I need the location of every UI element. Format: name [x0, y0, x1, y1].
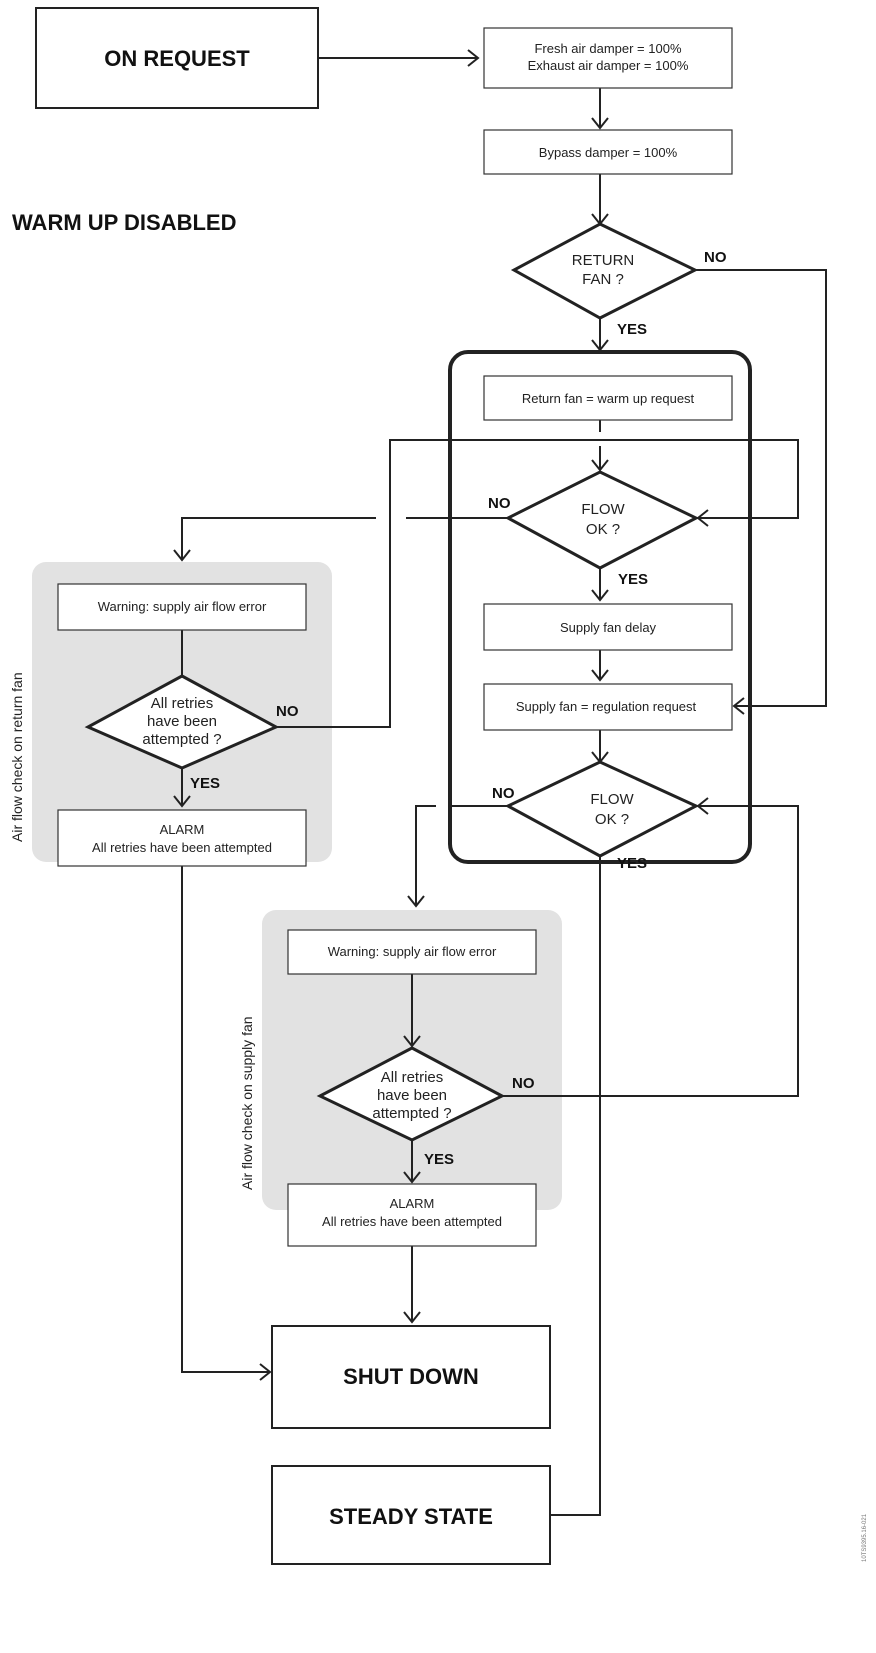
- flow2-yes-label: YES: [617, 855, 647, 872]
- shut-down-box: [271, 1325, 551, 1429]
- on-request-label: ON REQUEST: [104, 46, 250, 71]
- return-fan-decision: [510, 222, 699, 320]
- alarm-return-line2: All retries have been attempted: [92, 840, 272, 855]
- alarm-supply-line2: All retries have been attempted: [322, 1214, 502, 1229]
- retries-supply-line1: All retries: [381, 1069, 444, 1086]
- return-fan-request-text: Return fan = warm up request: [522, 391, 695, 406]
- return-fan-decision-line2: FAN ?: [582, 271, 624, 288]
- bypass-box: [483, 129, 733, 175]
- flow2-no-label: NO: [492, 785, 515, 802]
- flow2-line2: OK ?: [595, 811, 629, 828]
- flow1-yes-label: YES: [618, 571, 648, 588]
- return-fan-check-label: Air flow check on return fan: [9, 672, 25, 842]
- supply-fan-delay-box: [483, 603, 733, 651]
- shut-down-label: SHUT DOWN: [343, 1364, 479, 1389]
- warning-return-box: [57, 583, 307, 631]
- flow-ok-decision-1: [504, 470, 700, 570]
- supply-fan-check-label: Air flow check on supply fan: [239, 1016, 255, 1190]
- return-fan-request-box: [483, 375, 733, 421]
- retries-return-line1: All retries: [151, 695, 214, 712]
- return-fan-no-label: NO: [704, 249, 727, 266]
- flow-ok-decision-2: [504, 760, 700, 858]
- return-fan-yes-label: YES: [617, 321, 647, 338]
- supply-fan-regulation-box: [483, 683, 733, 731]
- alarm-supply-line1: ALARM: [390, 1196, 435, 1211]
- supply-fan-regulation-text: Supply fan = regulation request: [516, 699, 697, 714]
- retries-supply-decision: [316, 1046, 506, 1142]
- diagram-title: WARM UP DISABLED: [12, 210, 237, 235]
- warning-supply-box: [287, 929, 537, 975]
- retries-return-no-label: NO: [276, 703, 299, 720]
- retries-supply-yes-label: YES: [424, 1151, 454, 1168]
- retries-return-decision: [84, 674, 280, 770]
- steady-state-box: [271, 1465, 551, 1565]
- retries-return-yes-label: YES: [190, 775, 220, 792]
- retries-return-line2: have been: [147, 713, 217, 730]
- flow1-line1: FLOW: [581, 501, 625, 518]
- retries-return-line3: attempted ?: [142, 731, 221, 748]
- retries-supply-no-label: NO: [512, 1075, 535, 1092]
- fresh-air-damper-text: Fresh air damper = 100%: [534, 41, 681, 56]
- alarm-supply-box: [287, 1183, 537, 1247]
- warning-supply-text: Warning: supply air flow error: [328, 944, 497, 959]
- on-request-box: [35, 7, 319, 109]
- flow1-line2: OK ?: [586, 521, 620, 538]
- flow1-no-label: NO: [488, 495, 511, 512]
- steady-state-label: STEADY STATE: [329, 1504, 493, 1529]
- retries-supply-line3: attempted ?: [372, 1105, 451, 1122]
- figure-code: 10TS9395.16-021: [862, 1513, 868, 1562]
- retries-supply-line2: have been: [377, 1087, 447, 1104]
- supply-fan-delay-text: Supply fan delay: [560, 620, 657, 635]
- bypass-text: Bypass damper = 100%: [539, 145, 678, 160]
- alarm-return-box: [57, 809, 307, 867]
- flow2-line1: FLOW: [590, 791, 634, 808]
- warning-return-text: Warning: supply air flow error: [98, 599, 267, 614]
- alarm-return-line1: ALARM: [160, 822, 205, 837]
- return-fan-decision-line1: RETURN: [572, 252, 635, 269]
- dampers-box: [483, 27, 733, 89]
- exhaust-air-damper-text: Exhaust air damper = 100%: [528, 58, 689, 73]
